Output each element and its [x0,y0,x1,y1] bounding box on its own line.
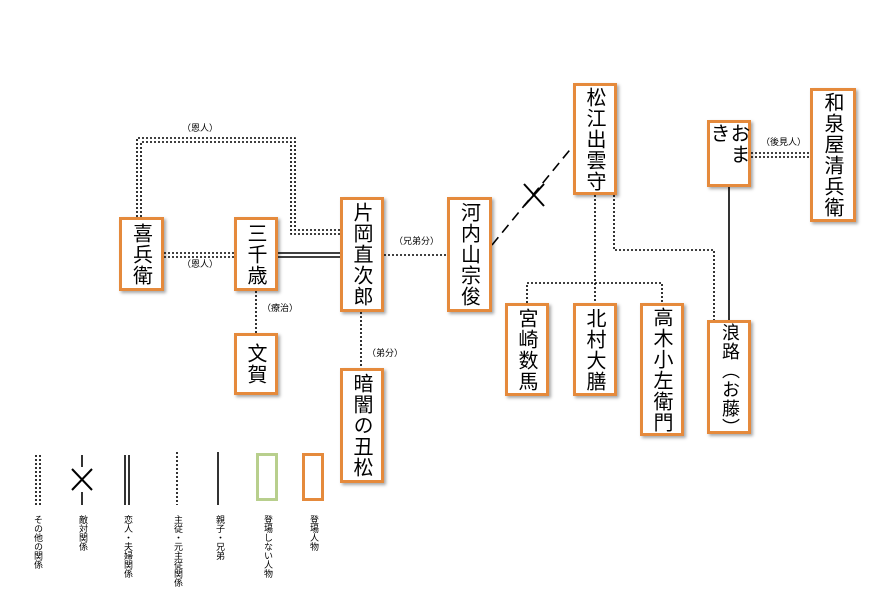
character-omaki-name: おまき [707,123,751,165]
character-michitose-name: 三千歳 [244,222,268,286]
line-michitose-naojiro [278,252,340,258]
legend-label-master: 主従・元主従関係 [172,515,182,587]
character-kihee: 喜兵衛 [119,217,164,291]
legend-symbol-lovers [124,455,130,505]
character-izumiya: 和泉屋清兵衛 [810,88,856,222]
character-takagi-name: 高木小左衛門 [650,306,674,433]
character-kochiyama-name: 河内山宗俊 [457,202,482,307]
legend-symbol-enemy [71,455,93,505]
character-bunga-name: 文賀 [244,343,268,385]
character-kitamura-name: 北村大膳 [583,307,607,392]
character-ushimatsu: 暗闇の丑松 [340,368,384,483]
legend-label-enemy: 敵対関係 [77,515,87,551]
legend-symbol-absent [256,453,278,501]
legend-label-absent: 登場しない人物 [262,515,272,578]
character-namiji: 浪路（お藤） [707,320,751,437]
legend-symbol-present [302,453,324,501]
relation-label-kokenin: （後見人） [761,138,807,148]
relation-label-kyodaibun: （兄弟分） [394,237,440,247]
line-kochiyama-matsue [491,145,574,246]
legend-label-lovers: 恋人・夫婦関係 [122,515,132,578]
relation-label-ryoji: （療治） [262,304,299,314]
character-michitose: 三千歳 [234,217,278,291]
relation-label-otoutobun: （弟分） [367,349,404,359]
character-bunga: 文賀 [234,333,278,395]
legend-label-present: 登場人物 [308,515,318,551]
enemy-cross-mark [523,183,545,207]
line-kihee-michitose [164,252,234,258]
character-naojiro: 片岡直次郎 [340,197,384,312]
legend-label-family: 親子・兄弟 [214,515,224,560]
line-kihee-naojiro [136,137,340,235]
character-naojiro-name: 片岡直次郎 [350,202,374,307]
character-matsue: 松江出雲守 [573,83,617,195]
relation-label-onjin-mid: （恩人） [182,260,219,270]
character-matsue-name: 松江出雲守 [583,86,607,192]
character-ushimatsu-name: 暗闇の丑松 [350,373,374,478]
character-kochiyama: 河内山宗俊 [447,197,492,312]
character-miyazaki: 宮崎数馬 [505,303,549,396]
character-omaki: おまき [707,120,751,187]
character-takagi: 高木小左衛門 [640,303,684,436]
line-matsue-retainers [526,195,715,320]
character-miyazaki-name: 宮崎数馬 [515,307,539,392]
legend-symbol-other [35,455,41,505]
line-omaki-izumiya [751,152,810,158]
character-namiji-name: 浪路（お藤） [719,323,740,437]
relation-label-onjin-top: （恩人） [182,124,219,134]
character-kihee-name: 喜兵衛 [129,222,154,286]
legend-label-other: その他の関係 [32,515,42,569]
character-izumiya-name: 和泉屋清兵衛 [821,92,845,218]
character-kitamura: 北村大膳 [573,303,617,396]
